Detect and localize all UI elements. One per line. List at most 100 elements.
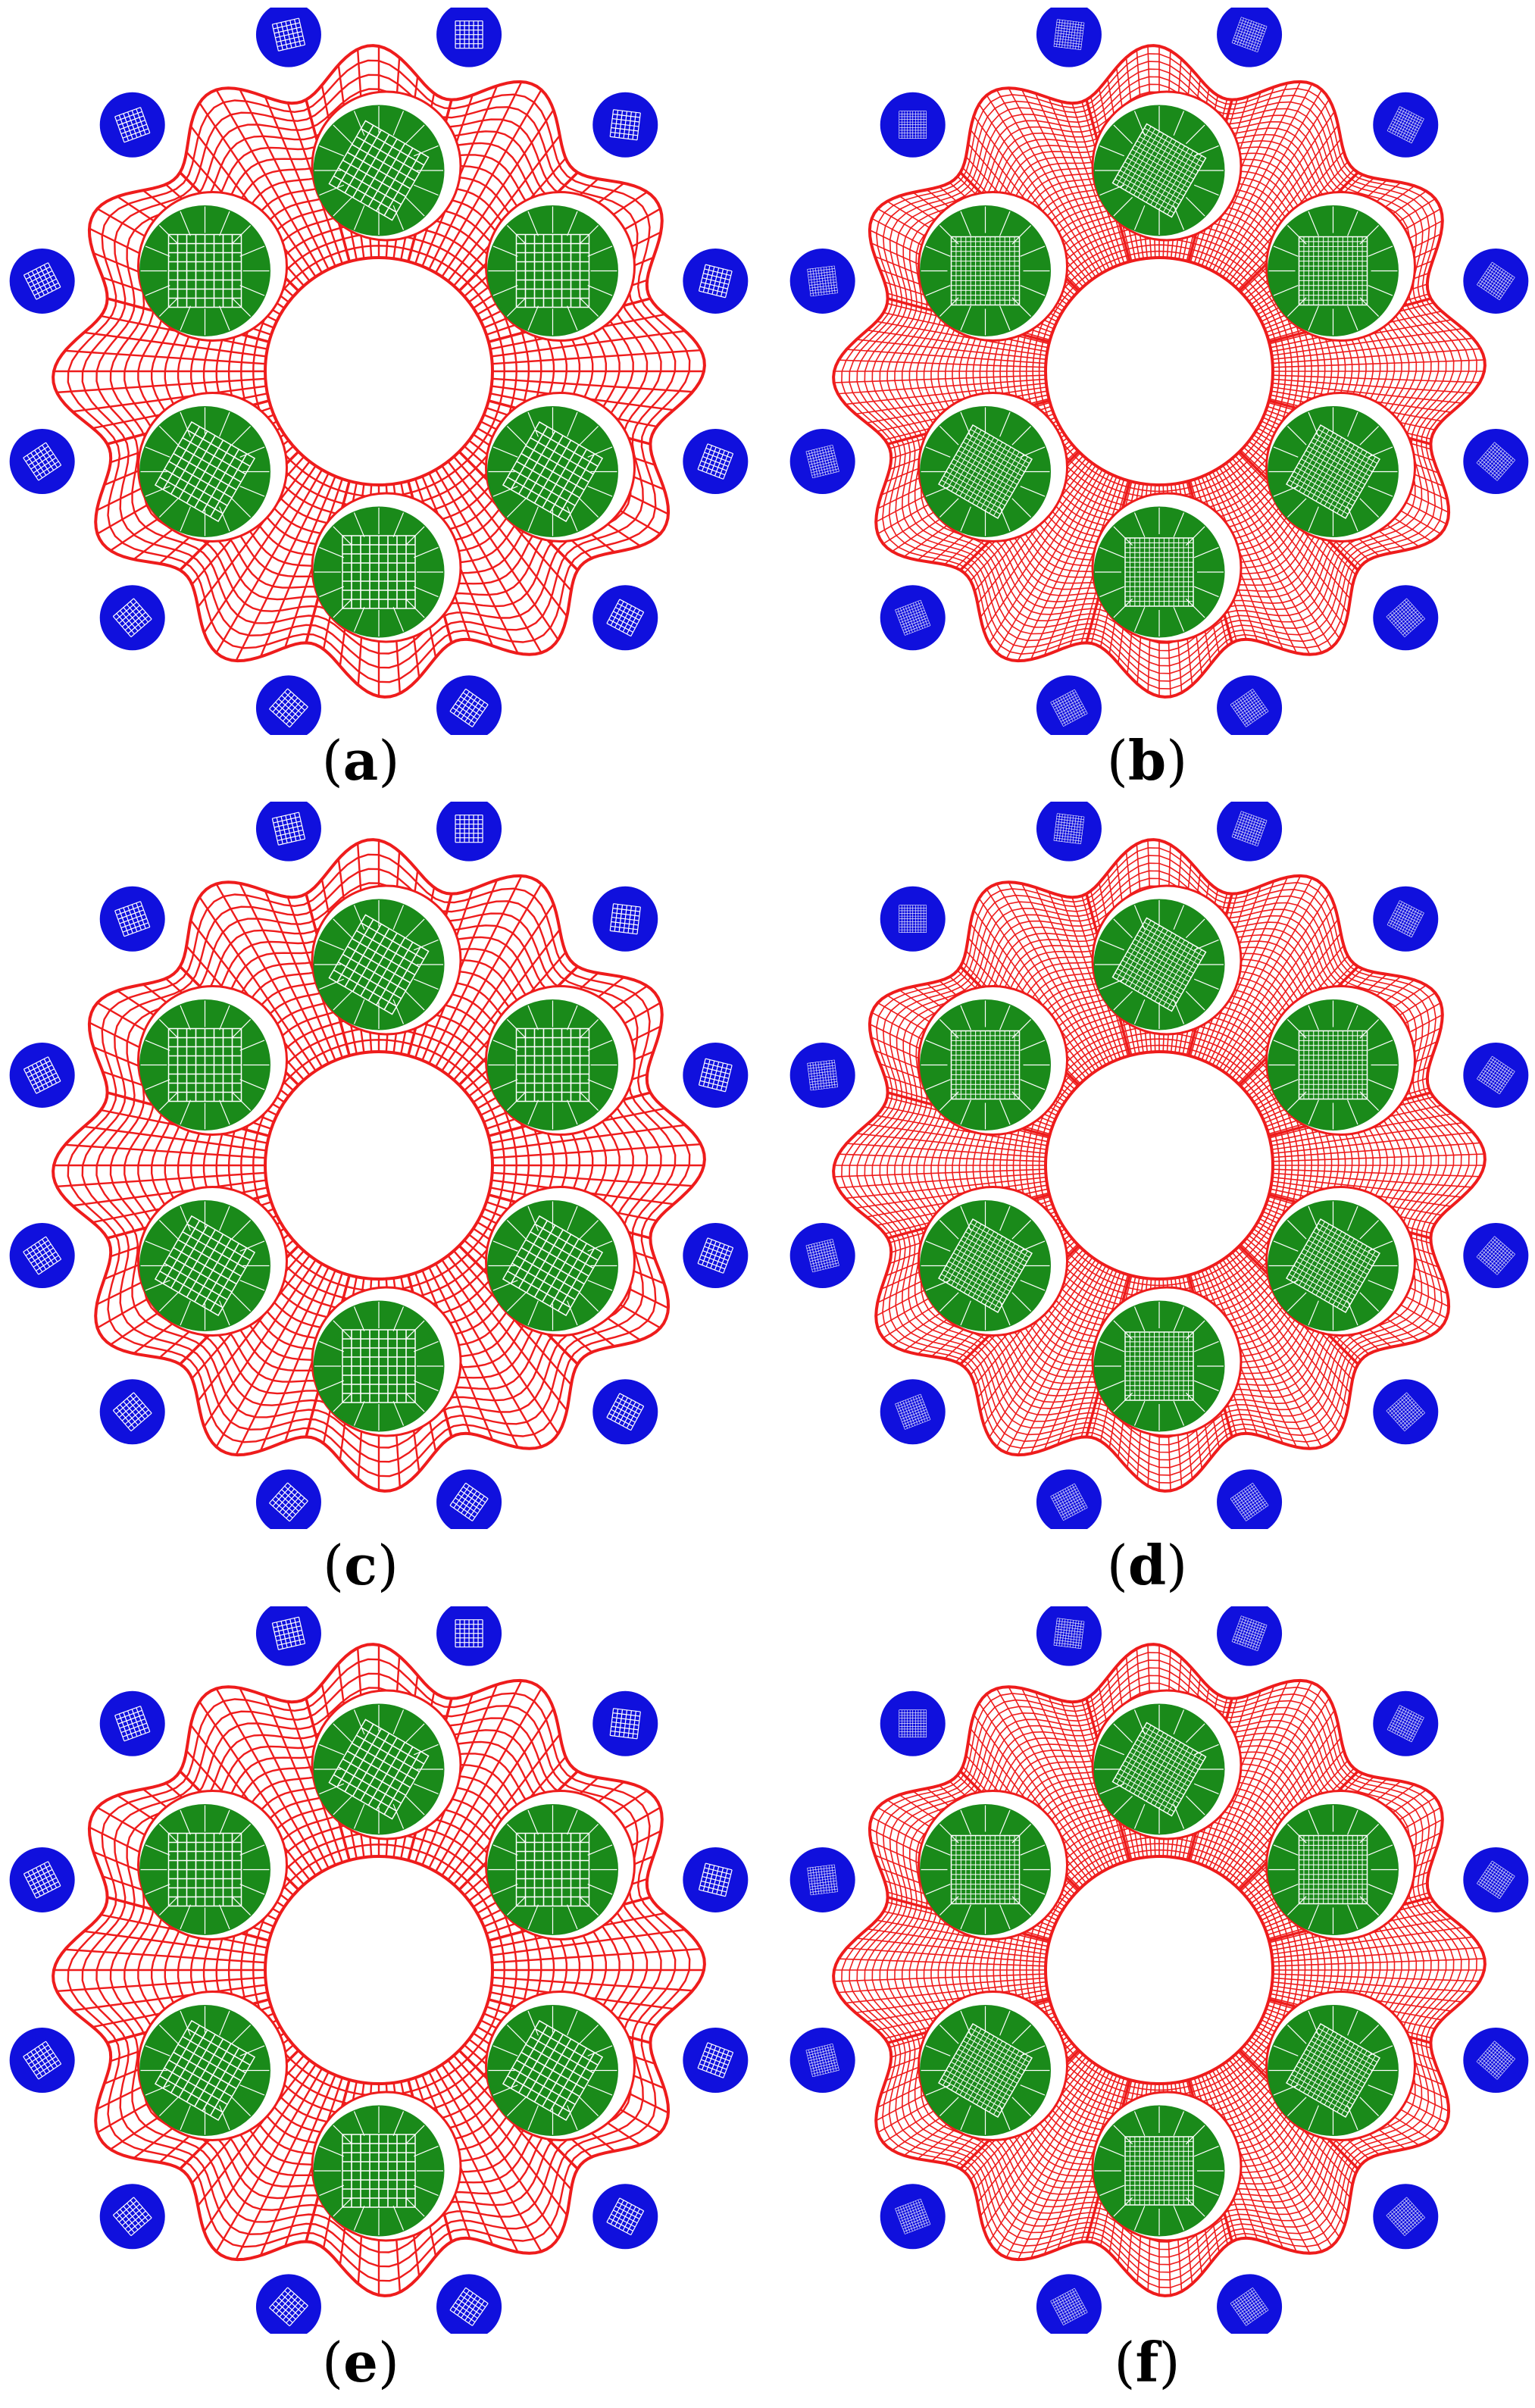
satellite-rod (1217, 1606, 1283, 1666)
panel-b-label: (b) (1106, 728, 1188, 793)
inner-rod (1091, 1689, 1243, 1840)
satellite-rod (9, 429, 75, 495)
satellite-rod (1036, 2274, 1102, 2334)
satellite-rod (592, 2184, 658, 2250)
inner-rod (311, 90, 462, 242)
inner-rod (918, 191, 1069, 342)
satellite-rod (9, 1042, 75, 1108)
inner-rod (1091, 492, 1243, 643)
satellite-rod (592, 1690, 658, 1756)
satellite-rod (592, 585, 658, 651)
mesh-drawing-b (789, 8, 1529, 735)
central-hole (1044, 1050, 1274, 1281)
satellite-rod (1217, 1469, 1283, 1529)
inner-rod (484, 985, 636, 1136)
satellite-rod (789, 2028, 855, 2094)
panel-c-mesh (8, 802, 750, 1529)
satellite-rod (592, 1379, 658, 1445)
inner-rod (1091, 884, 1243, 1036)
satellite-rod (1217, 802, 1283, 862)
mesh-drawing-a (9, 8, 749, 735)
central-hole (1044, 1855, 1274, 2085)
satellite-rod (1217, 675, 1283, 735)
outer-boundary (52, 44, 706, 699)
satellite-rod (255, 2274, 321, 2334)
satellite-rod (1036, 1606, 1102, 1666)
inner-rod (137, 985, 289, 1136)
inner-rod (311, 2091, 462, 2242)
inner-rod (1265, 985, 1416, 1136)
panel-e-mesh (8, 1606, 750, 2334)
outer-boundary (52, 838, 706, 1493)
satellite-rod (436, 675, 502, 735)
inner-rod (918, 1186, 1069, 1337)
inner-rod (311, 492, 462, 643)
satellite-rod (9, 1223, 75, 1289)
outer-boundary (52, 1643, 706, 2297)
satellite-rod (789, 1223, 855, 1289)
panel-f-mesh (788, 1606, 1530, 2334)
satellite-rod (683, 1847, 749, 1912)
inner-rod (137, 1186, 289, 1337)
satellite-rod (436, 1469, 502, 1529)
satellite-rod (592, 92, 658, 158)
satellite-rod (880, 1690, 946, 1756)
satellite-rod (1463, 1847, 1529, 1912)
satellite-rod (789, 1847, 855, 1912)
satellite-rod (880, 92, 946, 158)
inner-rod (1265, 392, 1416, 543)
satellite-rod (436, 802, 502, 862)
satellite-rod (1036, 802, 1102, 862)
inner-rod (484, 1790, 636, 1940)
central-hole (264, 256, 494, 486)
satellite-rod (1373, 886, 1439, 952)
central-hole (264, 1855, 494, 2085)
inner-rod (1265, 1186, 1416, 1337)
mesh-drawing-c (9, 802, 749, 1529)
satellite-rod (1036, 1469, 1102, 1529)
satellite-rod (436, 2274, 502, 2334)
satellite-rod (255, 8, 321, 67)
satellite-rod (1463, 2028, 1529, 2094)
inner-rod (137, 1991, 289, 2141)
satellite-rod (255, 1606, 321, 1666)
satellite-rod (1463, 1223, 1529, 1289)
outer-boundary (832, 44, 1487, 699)
satellite-rod (683, 1042, 749, 1108)
mesh-drawing-d (789, 802, 1529, 1529)
inner-rod (484, 1991, 636, 2141)
satellite-rod (9, 2028, 75, 2094)
panel-e-label: (e) (322, 2330, 399, 2394)
inner-rod (484, 1186, 636, 1337)
satellite-rod (99, 92, 165, 158)
inner-rod (137, 392, 289, 543)
satellite-rod (99, 1690, 165, 1756)
inner-rod (918, 1790, 1069, 1940)
satellite-rod (436, 8, 502, 67)
satellite-rod (99, 886, 165, 952)
inner-rod (484, 392, 636, 543)
panel-d-label: (d) (1106, 1533, 1188, 1597)
satellite-rod (880, 886, 946, 952)
inner-rod (918, 985, 1069, 1136)
satellite-rod (1463, 429, 1529, 495)
satellite-rod (1373, 2184, 1439, 2250)
satellite-rod (1463, 1042, 1529, 1108)
panel-d-mesh (788, 802, 1530, 1529)
inner-rod (137, 1790, 289, 1940)
panel-a-label: (a) (321, 728, 400, 793)
satellite-rod (9, 248, 75, 314)
inner-rod (137, 191, 289, 342)
satellite-rod (1217, 8, 1283, 67)
inner-rod (311, 1286, 462, 1437)
satellite-rod (880, 2184, 946, 2250)
satellite-rod (592, 886, 658, 952)
inner-rod (1265, 1790, 1416, 1940)
inner-rod (918, 392, 1069, 543)
satellite-rod (1373, 1379, 1439, 1445)
mesh-drawing-e (9, 1606, 749, 2334)
satellite-rod (789, 248, 855, 314)
outer-boundary (832, 838, 1487, 1493)
satellite-rod (1036, 675, 1102, 735)
